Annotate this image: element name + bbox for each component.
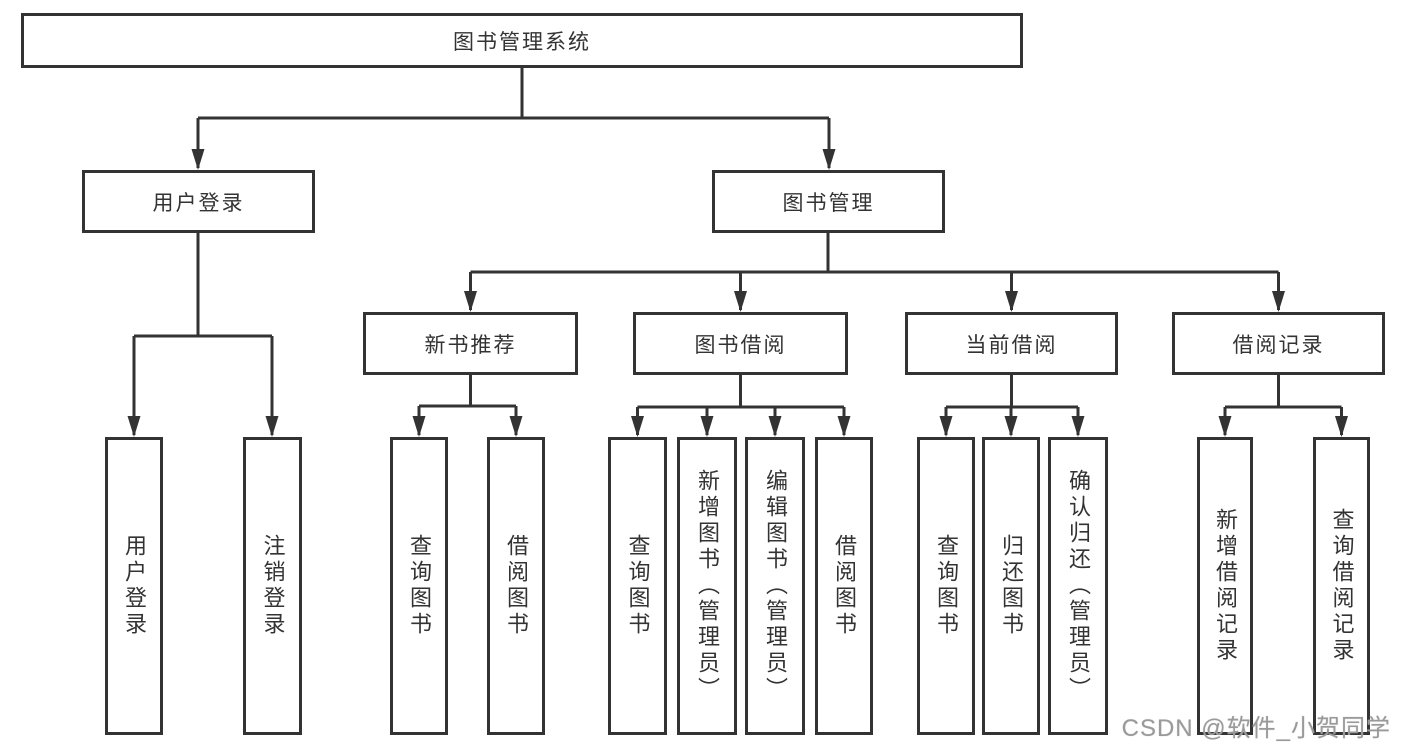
node-label: 图书管理系统: [453, 30, 591, 54]
leaf-edit-books-admin: 编辑图书（管理员）: [745, 437, 805, 735]
node-label: 归还图书: [999, 534, 1024, 638]
node-label: 确认归还（管理员）: [1066, 469, 1091, 703]
node-label: 图书借阅: [694, 333, 787, 357]
node-label: 当前借阅: [965, 333, 1058, 357]
leaf-return-books: 归还图书: [982, 437, 1040, 735]
node-label: 借阅记录: [1232, 333, 1325, 357]
node-label: 新书推荐: [424, 333, 517, 357]
node-label: 借阅图书: [832, 534, 857, 638]
node-label: 新增图书（管理员）: [695, 469, 720, 703]
node-book-borrowing: 图书借阅: [633, 312, 848, 375]
leaf-query-books-current: 查询图书: [917, 437, 975, 735]
node-label: 用户登录: [122, 534, 147, 638]
node-label: 注销登录: [260, 534, 286, 638]
leaf-query-books-recommendation: 查询图书: [390, 437, 448, 735]
node-user-login: 用户登录: [82, 170, 315, 233]
node-label: 查询借阅记录: [1329, 508, 1355, 664]
node-label: 查询图书: [934, 534, 959, 638]
leaf-confirm-return-admin: 确认归还（管理员）: [1048, 437, 1108, 735]
leaf-add-books-admin: 新增图书（管理员）: [677, 437, 737, 735]
leaf-logout: 注销登录: [243, 437, 302, 735]
leaf-user-login: 用户登录: [105, 437, 163, 735]
tree-edges: [132, 68, 1343, 435]
node-label: 查询图书: [625, 534, 651, 638]
leaf-query-books-borrowing: 查询图书: [608, 437, 667, 735]
node-borrowing-records: 借阅记录: [1172, 312, 1385, 375]
leaf-borrow-books-recommendation: 借阅图书: [487, 437, 545, 735]
node-label: 编辑图书（管理员）: [763, 469, 788, 703]
leaf-add-borrowing-record: 新增借阅记录: [1197, 437, 1253, 735]
node-label: 借阅图书: [504, 534, 529, 638]
node-book-management: 图书管理: [712, 170, 945, 233]
node-library-management-system: 图书管理系统: [21, 13, 1023, 68]
leaf-borrow-books: 借阅图书: [815, 437, 873, 735]
leaf-query-borrowing-record: 查询借阅记录: [1313, 437, 1370, 735]
node-label: 图书管理: [782, 191, 875, 215]
node-label: 新增借阅记录: [1213, 508, 1238, 664]
node-label: 用户登录: [152, 191, 245, 215]
node-current-borrowing: 当前借阅: [905, 312, 1118, 375]
node-label: 查询图书: [407, 534, 432, 638]
csdn-watermark: CSDN @软件_小贺同学: [1121, 715, 1391, 742]
node-new-book-recommendation: 新书推荐: [363, 312, 578, 375]
